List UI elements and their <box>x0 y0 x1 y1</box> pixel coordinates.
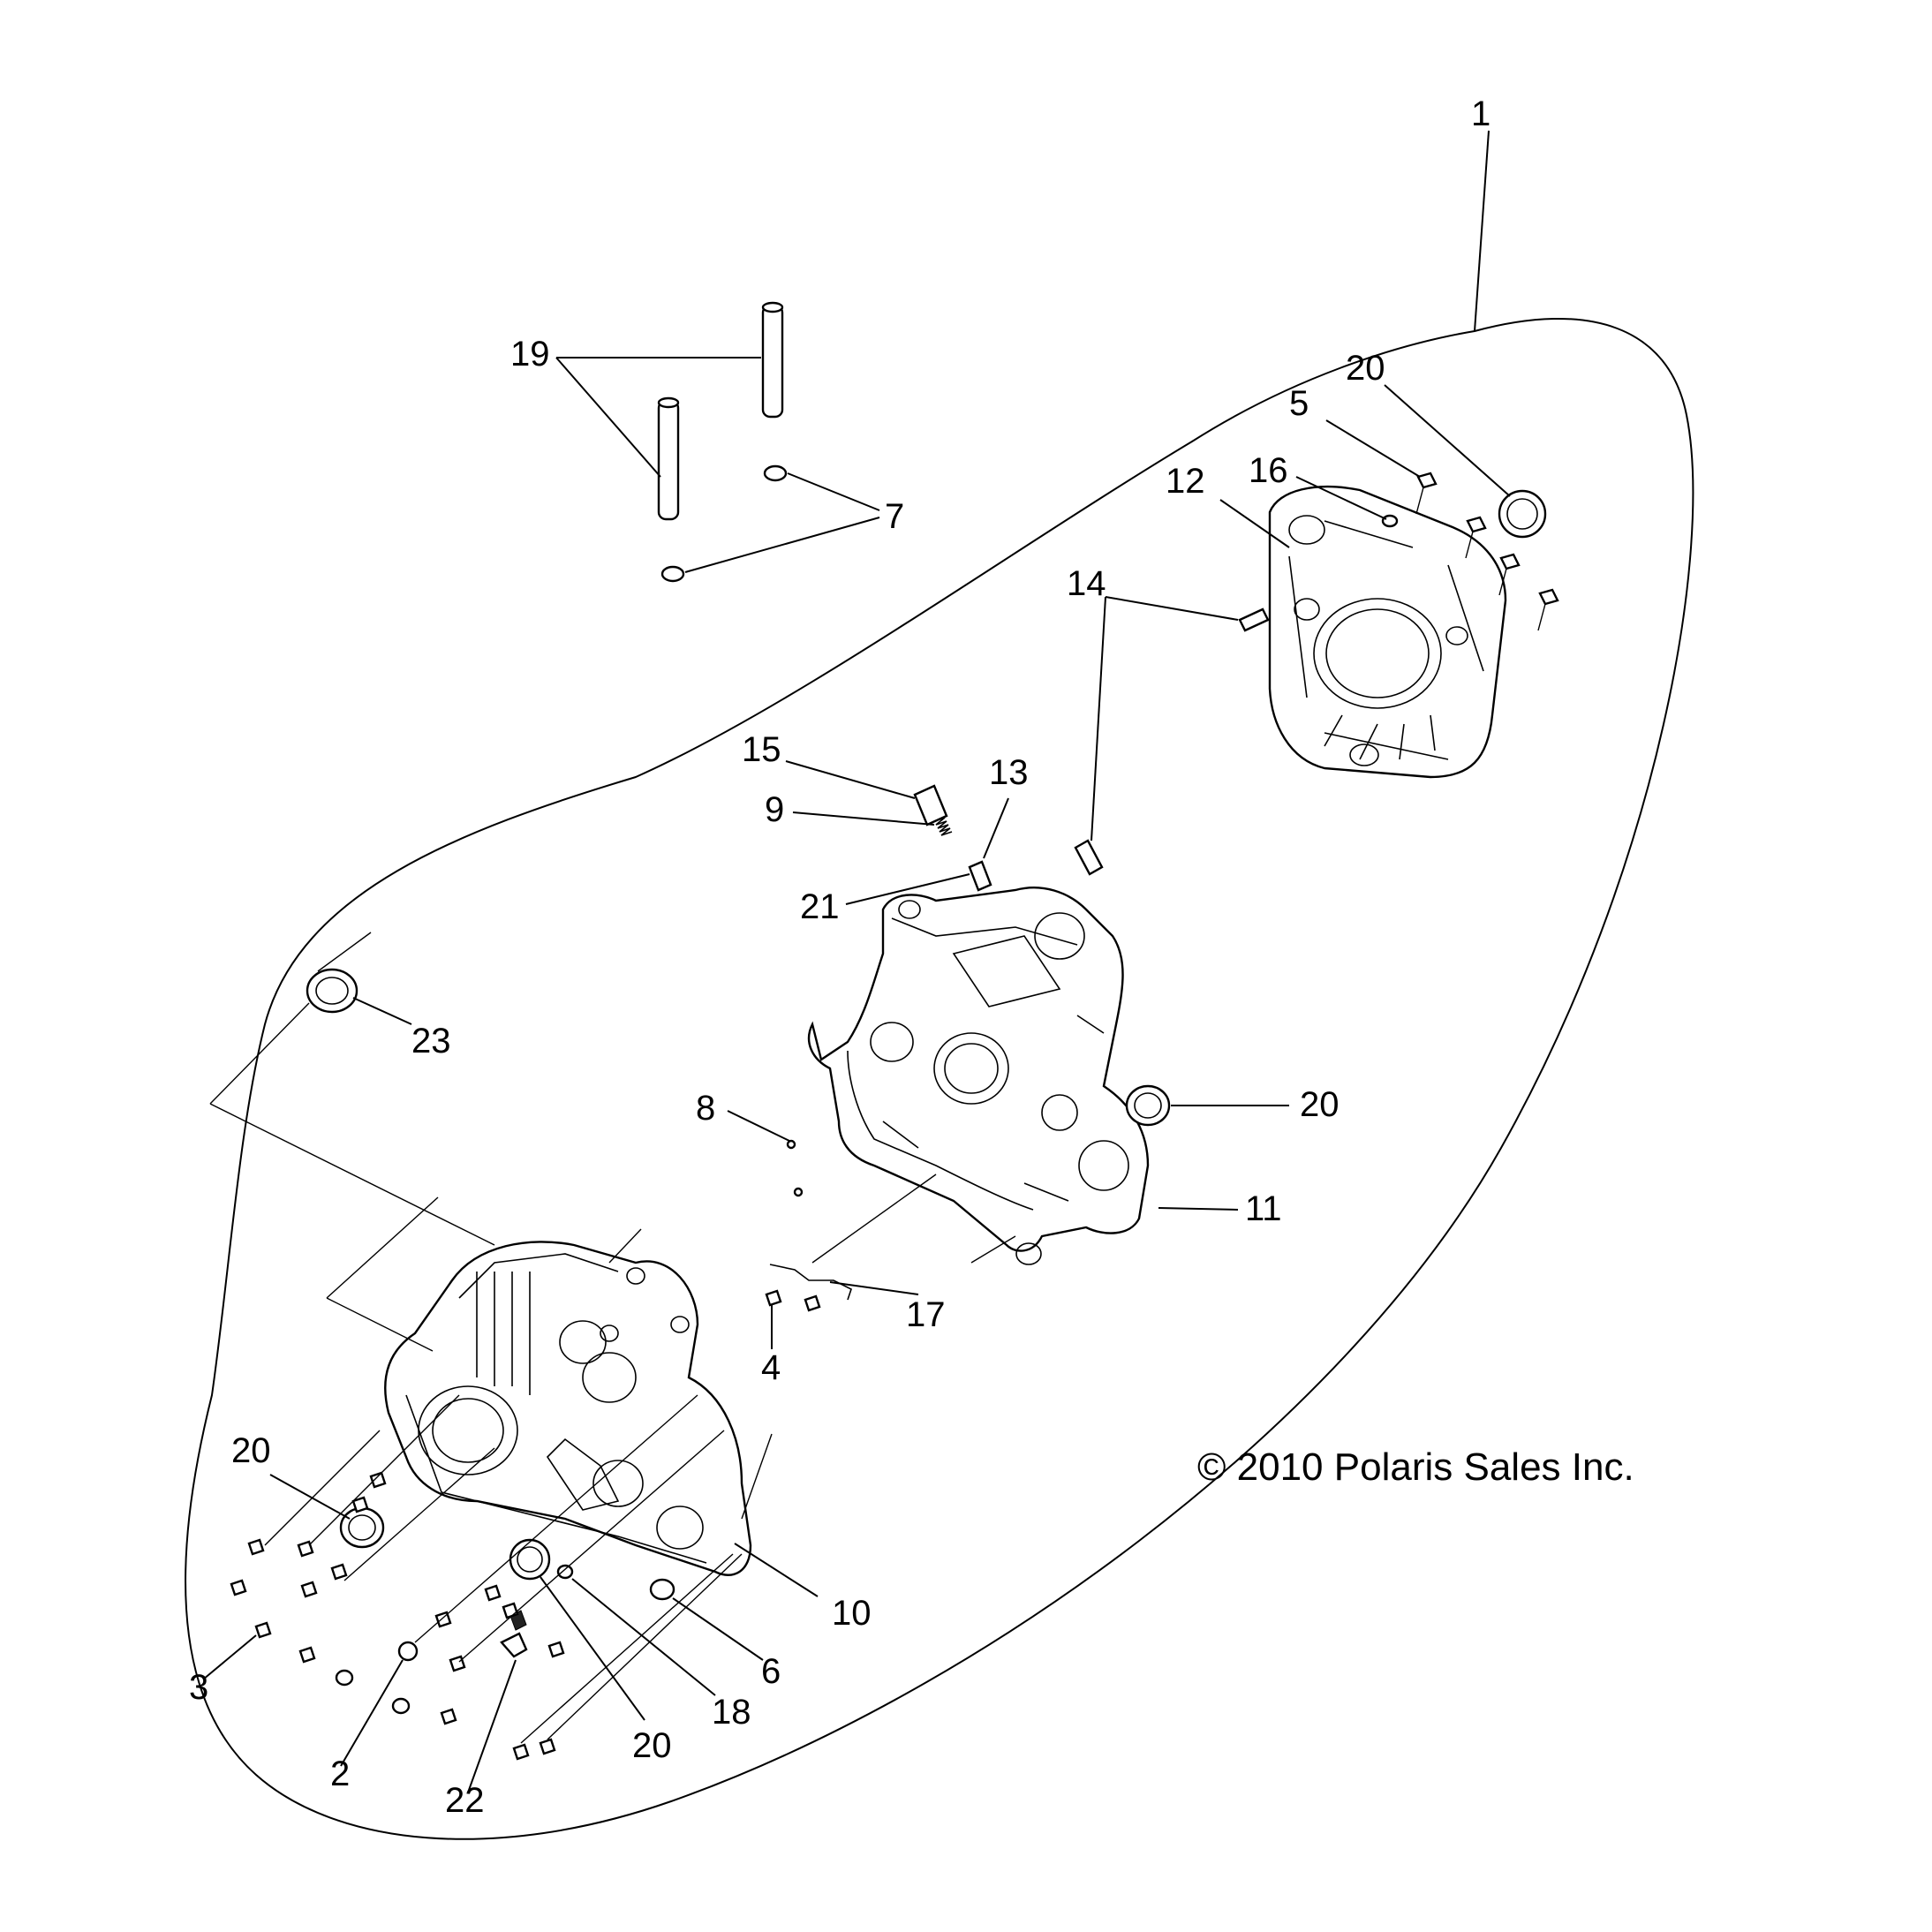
crankcase-11 <box>807 887 1150 1265</box>
leader-1 <box>1474 130 1490 332</box>
plug-18 <box>556 1564 574 1580</box>
callout-2: 2 <box>330 1755 350 1793</box>
seal-20-upper <box>1498 489 1547 539</box>
rings-7 <box>660 464 788 583</box>
callout-4: 4 <box>761 1348 781 1387</box>
bolts-3 <box>230 1471 387 1664</box>
callout-20-mid: 20 <box>1300 1085 1340 1124</box>
pins-8 <box>786 1139 804 1197</box>
seal-20-lower-mid <box>509 1538 551 1581</box>
plunger-21 <box>968 860 992 892</box>
callout-20-lower-mid: 20 <box>632 1726 672 1765</box>
callout-21: 21 <box>800 887 840 926</box>
leader-11 <box>1158 1207 1239 1211</box>
callout-23: 23 <box>411 1022 451 1060</box>
leader-14a <box>1105 596 1239 621</box>
leader-20d <box>540 1576 645 1721</box>
leader-6 <box>672 1597 764 1661</box>
callout-7: 7 <box>885 497 904 536</box>
leader-14b <box>1091 596 1106 841</box>
leader-19b <box>555 357 661 478</box>
leader-7a <box>787 472 880 511</box>
dowel-pins-19 <box>657 301 784 521</box>
leader-23 <box>352 997 412 1025</box>
callout-16: 16 <box>1249 451 1288 490</box>
callout-20-lower-left: 20 <box>231 1431 271 1470</box>
callout-20-upper: 20 <box>1346 349 1385 388</box>
leader-5 <box>1325 419 1421 478</box>
leader-13 <box>983 797 1009 859</box>
leader-21 <box>845 873 970 905</box>
leader-3 <box>202 1634 257 1680</box>
bolts-4 <box>765 1289 821 1312</box>
seal-23 <box>306 968 358 1014</box>
callout-1: 1 <box>1471 94 1491 133</box>
callout-5: 5 <box>1289 384 1309 423</box>
leader-9 <box>792 811 935 826</box>
callout-10: 10 <box>832 1594 872 1633</box>
callout-6: 6 <box>761 1652 781 1691</box>
bolts-lower-misc <box>434 1584 565 1761</box>
callout-18: 18 <box>712 1693 751 1732</box>
callout-19: 19 <box>510 335 550 374</box>
callout-14: 14 <box>1067 564 1106 603</box>
leader-12 <box>1219 499 1290 548</box>
leader-17 <box>829 1281 919 1295</box>
spring-9 <box>933 817 953 836</box>
leader-20c <box>269 1474 351 1520</box>
callout-3: 3 <box>189 1668 208 1707</box>
callout-22: 22 <box>445 1781 485 1820</box>
leader-2 <box>340 1659 404 1767</box>
leader-16 <box>1295 476 1387 520</box>
pins-14 <box>1074 608 1270 876</box>
callout-11: 11 <box>1245 1189 1282 1228</box>
leader-15 <box>785 760 916 799</box>
leader-7b <box>684 517 880 573</box>
fitting-22 <box>500 1610 528 1658</box>
bolts-5 <box>1415 472 1559 631</box>
leader-18 <box>571 1578 716 1696</box>
leader-10 <box>734 1543 819 1597</box>
bracket-17 <box>769 1264 852 1301</box>
cover-10 <box>384 1241 752 1576</box>
copyright-text: © 2010 Polaris Sales Inc. <box>1197 1445 1634 1489</box>
leader-20a <box>1384 384 1511 497</box>
seal-20-mid <box>1125 1084 1171 1127</box>
plug-6 <box>649 1578 675 1601</box>
washer-16 <box>1381 514 1399 528</box>
callout-13: 13 <box>989 753 1029 792</box>
assembly-outline <box>185 317 1694 1840</box>
seal-20-lower-left <box>339 1506 385 1549</box>
callout-12: 12 <box>1166 462 1205 501</box>
leader-8 <box>727 1110 790 1142</box>
pin-15 <box>913 784 948 826</box>
leader-22 <box>467 1659 517 1793</box>
callout-15: 15 <box>742 730 781 769</box>
bolt-2 <box>335 1641 419 1715</box>
cover-12 <box>1268 485 1507 779</box>
callout-17: 17 <box>906 1295 946 1334</box>
callout-9: 9 <box>765 790 784 829</box>
callout-8: 8 <box>696 1089 715 1128</box>
